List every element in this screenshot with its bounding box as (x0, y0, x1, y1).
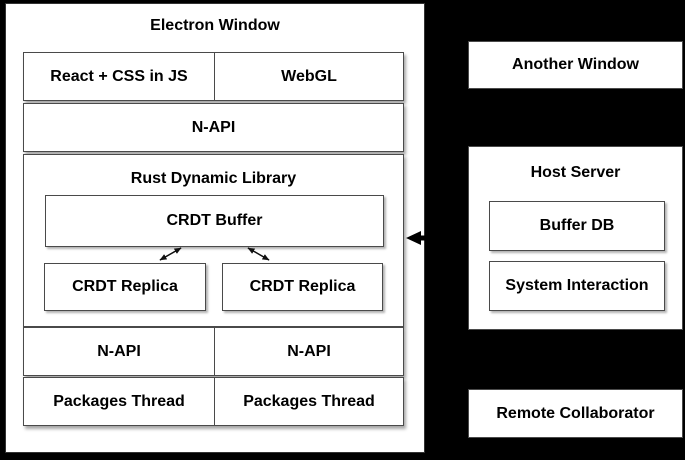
buffer-db-box: Buffer DB (489, 201, 665, 251)
packages-thread-right-box: Packages Thread (243, 392, 375, 410)
row-divider (214, 53, 215, 100)
system-interaction-box: System Interaction (489, 261, 665, 311)
napi-top-label: N-API (191, 118, 236, 136)
packages-thread-row: Packages Thread Packages Thread (23, 377, 404, 426)
napi-left-box: N-API (97, 342, 141, 360)
electron-window-title: Electron Window (150, 17, 280, 34)
crdt-buffer-box: CRDT Buffer (45, 195, 384, 247)
napi-top-box: N-API (23, 103, 404, 152)
render-layer-row: React + CSS in JS WebGL (23, 52, 404, 101)
remote-collaborator-label: Remote Collaborator (496, 404, 655, 422)
remote-collaborator-box: Remote Collaborator (468, 389, 683, 438)
crdt-replica-left-box: CRDT Replica (44, 263, 206, 311)
napi-right-box: N-API (287, 342, 331, 360)
electron-window-box: Electron Window React + CSS in JS WebGL … (5, 3, 425, 453)
system-interaction-label: System Interaction (505, 277, 649, 294)
rust-dynamic-library-box: Rust Dynamic Library CRDT Buffer CRDT Re… (23, 154, 404, 327)
rust-dynamic-library-title: Rust Dynamic Library (130, 170, 297, 187)
another-window-box: Another Window (468, 41, 683, 89)
row-divider (214, 378, 215, 425)
left-arrow-icon (406, 231, 466, 245)
napi-pair-row: N-API N-API (23, 327, 404, 376)
double-headed-arrow-icon (159, 247, 270, 261)
crdt-replica-right-box: CRDT Replica (222, 263, 383, 311)
row-divider (214, 328, 215, 375)
packages-thread-left-box: Packages Thread (53, 392, 185, 410)
webgl-box: WebGL (281, 67, 337, 85)
crdt-replica-right-label: CRDT Replica (249, 278, 356, 295)
another-window-label: Another Window (512, 56, 639, 73)
crdt-buffer-label: CRDT Buffer (166, 212, 263, 229)
host-server-box: Host Server Buffer DB System Interaction (468, 146, 683, 330)
crdt-replica-left-label: CRDT Replica (72, 278, 178, 295)
host-server-title: Host Server (530, 164, 621, 181)
buffer-db-label: Buffer DB (539, 217, 615, 234)
react-css-box: React + CSS in JS (50, 67, 188, 85)
